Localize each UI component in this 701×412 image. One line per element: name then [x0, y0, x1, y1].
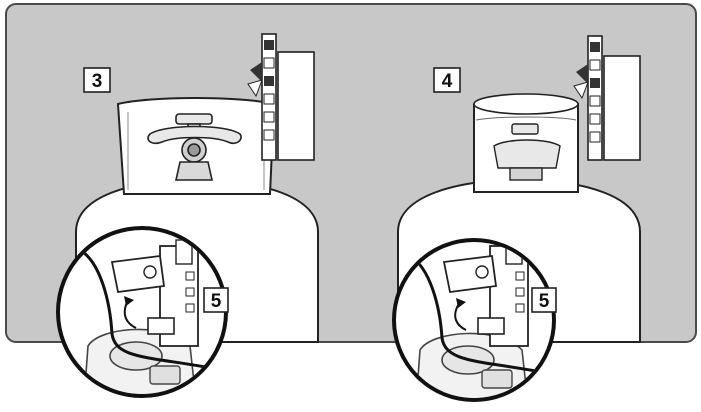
zoom-circle-right [392, 238, 556, 402]
wall-bracket-left [247, 33, 315, 161]
left-illustration: 3 [56, 33, 319, 398]
step-5-left-label: 5 [211, 291, 222, 312]
valve-handle-left [147, 113, 242, 181]
right-illustration: 4 5 [392, 35, 641, 402]
step-3-label: 3 [92, 71, 103, 92]
valve-handle-right [493, 123, 561, 181]
zoom-circle-left [56, 226, 228, 398]
step-5-right-label: 5 [539, 291, 550, 312]
wall-bracket-right [573, 35, 641, 161]
step-4-label: 4 [442, 71, 453, 92]
